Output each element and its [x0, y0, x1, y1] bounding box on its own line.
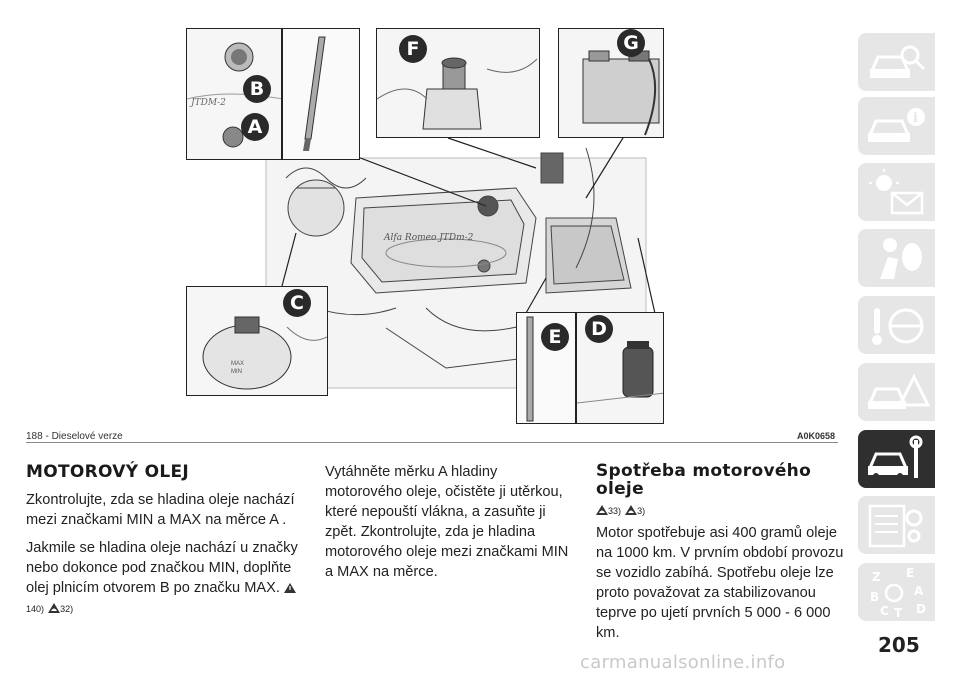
key-steering-wheel-icon: [872, 308, 924, 345]
paragraph-check-level: Zkontrolujte, zda se hladina oleje nachá…: [26, 492, 295, 528]
environment-triangle-icon: [625, 505, 638, 515]
inset-battery-g: G: [558, 28, 664, 138]
coolant-tank-drawing: MAX MIN: [187, 287, 327, 395]
svg-text:MAX: MAX: [231, 361, 244, 367]
inset-dipstick-tool: [282, 28, 360, 160]
svg-text:E: E: [906, 566, 914, 580]
environment-triangle-icon: [596, 505, 608, 515]
svg-text:MIN: MIN: [231, 369, 242, 375]
svg-text:B: B: [870, 590, 879, 604]
sidebar-tab-car-info[interactable]: i: [858, 97, 935, 155]
inset-coolant-tank-c: MAX MIN C: [186, 286, 328, 396]
warning-ref: 140): [26, 604, 45, 614]
sidebar-tab-car-warning[interactable]: [858, 363, 935, 421]
figure-code: A0K0658: [797, 431, 836, 441]
svg-text:C: C: [880, 604, 889, 618]
settings-list-icon: [868, 504, 923, 548]
dipstick-drawing: [283, 29, 359, 159]
paragraph-dipstick-procedure: Vytáhněte měrku A hladiny motorového ole…: [325, 464, 569, 580]
column-3: Spotřeba motorového oleje 33) 3) Motor s…: [596, 462, 846, 651]
column-2: Vytáhněte měrku A hladiny motorového ole…: [325, 462, 575, 590]
car-info-icon: i: [867, 108, 925, 142]
figure-caption: 188 - Dieselové verze: [26, 431, 123, 442]
callout-d: D: [585, 315, 613, 343]
note-ref: 3): [637, 506, 646, 516]
sidebar-tab-airbag-person[interactable]: [858, 229, 935, 287]
paragraph-oil-consumption: Motor spotřebuje asi 400 gramů oleje na …: [596, 525, 844, 641]
environment-ref: 32): [60, 604, 74, 614]
lights-message-icon: [869, 169, 924, 215]
car-search-icon: [869, 45, 926, 78]
sidebar-tab-car-search[interactable]: [858, 33, 935, 91]
sidebar-tab-lights-message[interactable]: [858, 163, 935, 221]
callout-b: B: [243, 75, 271, 103]
column-1: MOTOROVÝ OLEJ Zkontrolujte, zda se hladi…: [26, 462, 301, 627]
environment-ref: 33): [608, 506, 622, 516]
airbag-person-icon: [880, 238, 922, 279]
refill-text: Jakmile se hladina oleje nachází u značk…: [26, 540, 298, 596]
environment-triangle-icon: [48, 603, 61, 613]
inset-coolant-reservoir-f: F: [376, 28, 540, 138]
reservoir-f-drawing: [377, 29, 539, 137]
inset-dipstick-e: E: [516, 312, 576, 424]
svg-text:D: D: [916, 602, 926, 616]
section-heading-motor-oil: MOTOROVÝ OLEJ: [26, 462, 190, 482]
sidebar-tab-key-steering[interactable]: [858, 296, 935, 354]
page-number: 205: [878, 633, 920, 657]
battery-drawing: [559, 29, 663, 137]
section-heading-oil-consumption: Spotřeba motorového oleje: [596, 461, 812, 499]
svg-text:JTDM-2: JTDM-2: [189, 98, 226, 108]
consumption-refs: 33) 3): [596, 502, 846, 519]
car-wrench-icon: [867, 435, 923, 479]
callout-g: G: [617, 29, 645, 57]
svg-text:A: A: [914, 584, 924, 598]
car-warning-triangle-icon: [867, 373, 931, 409]
engine-bay-drawing: Alfa Romeo JTDm-2: [265, 127, 657, 389]
sidebar-tab-car-wrench[interactable]: [858, 430, 935, 488]
svg-text:i: i: [913, 111, 918, 126]
caption-divider: [26, 442, 838, 443]
warning-triangle-icon: [283, 583, 296, 593]
paragraph-refill: Jakmile se hladina oleje nachází u značk…: [26, 538, 301, 619]
engine-badge-text: Alfa Romeo JTDm-2: [383, 233, 474, 243]
inset-dipstick-filler: JTDM-2 B A: [186, 28, 282, 160]
svg-text:Z: Z: [872, 570, 881, 584]
callout-a: A: [241, 113, 269, 141]
engine-bay-illustration: Alfa Romeo JTDm-2 JTDM-2 B A: [186, 28, 664, 426]
callout-e: E: [541, 323, 569, 351]
callout-c: C: [283, 289, 311, 317]
inset-brake-fluid-d: D: [576, 312, 664, 424]
callout-f: F: [399, 35, 427, 63]
sidebar-tab-settings-list[interactable]: [858, 496, 935, 554]
watermark: carmanualsonline.info: [580, 652, 786, 673]
svg-text:T: T: [894, 606, 903, 620]
